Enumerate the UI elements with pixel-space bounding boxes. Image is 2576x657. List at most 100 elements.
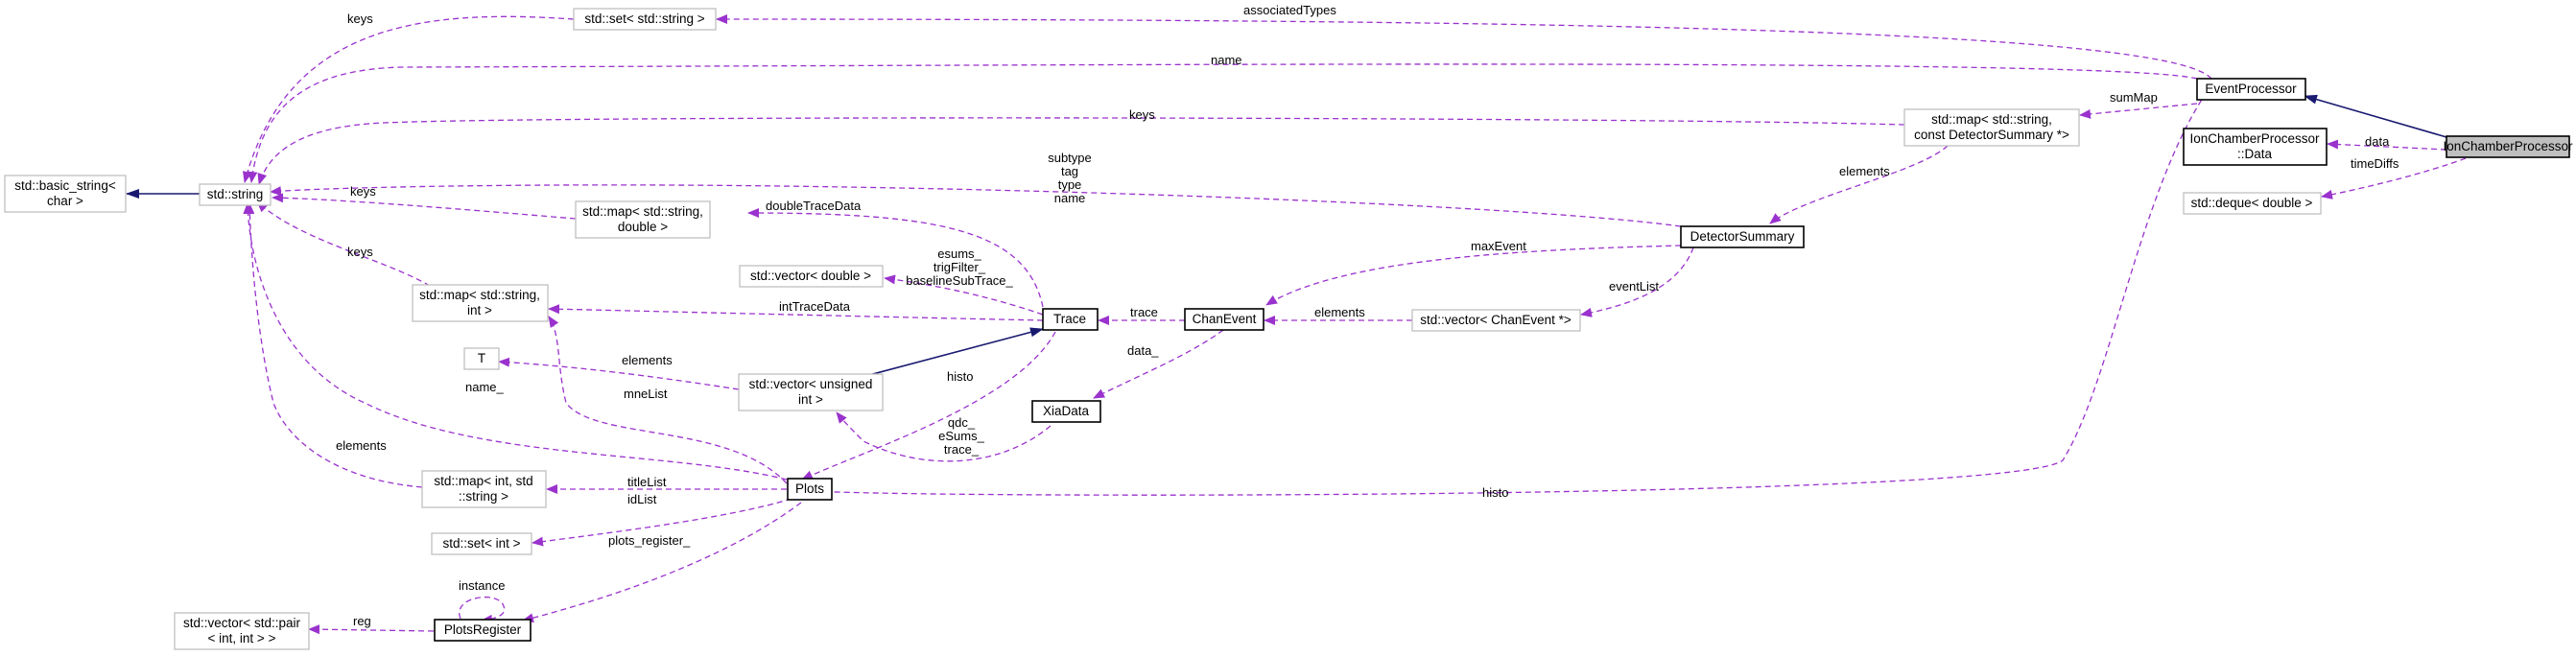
edge-set-string-keys (242, 15, 575, 183)
node-deque-double[interactable]: std::deque< double > (2183, 192, 2322, 215)
label-type: type (1058, 177, 1082, 192)
label-title-list: titleList (627, 475, 667, 489)
node-set-int-label: std::set< int > (442, 536, 520, 551)
node-event-processor-label: EventProcessor (2205, 82, 2297, 96)
node-map-string-double-line1: std::map< std::string, (582, 204, 703, 219)
edge-eventprocessor-histo (811, 91, 2208, 497)
edge-ionchamber-inherits-eventprocessor (2304, 94, 2447, 138)
node-map-int-string[interactable]: std::map< int, std ::string > (421, 470, 547, 508)
label-associated-types: associatedTypes (1243, 3, 1336, 17)
node-vector-chanevent-label: std::vector< ChanEvent *> (1420, 313, 1572, 327)
label-summap-keys: keys (1129, 107, 1155, 122)
label-mne-list: mneList (624, 387, 668, 401)
label-trace: trace (1130, 305, 1158, 319)
node-std-string-label: std::string (207, 187, 264, 201)
node-set-string-label: std::set< std::string > (584, 12, 704, 26)
node-map-string-double[interactable]: std::map< std::string, double > (575, 200, 711, 239)
node-vector-pair[interactable]: std::vector< std::pair < int, int > > (174, 612, 310, 650)
edge-id-list (532, 498, 792, 547)
label-esums: esums_ (937, 246, 981, 261)
label-reg: reg (353, 614, 371, 628)
edge-intmap-elements (245, 202, 423, 488)
node-plots-register-label: PlotsRegister (444, 622, 522, 637)
node-vector-pair-line1: std::vector< std::pair (183, 616, 300, 630)
label-qdc: qdc_ (948, 415, 976, 430)
label-trace-xia: trace_ (944, 442, 980, 457)
node-detector-summary-label: DetectorSummary (1690, 229, 1795, 244)
node-ion-chamber-processor[interactable]: IonChamberProcessor (2443, 135, 2573, 158)
label-keys-set: keys (347, 12, 373, 26)
node-chan-event-label: ChanEvent (1193, 312, 1257, 326)
node-set-string[interactable]: std::set< std::string > (573, 8, 717, 31)
node-vector-uint-line1: std::vector< unsigned (749, 377, 873, 391)
label-name-plots: name_ (465, 380, 505, 394)
label-trigfilter: trigFilter_ (934, 260, 986, 274)
edge-plots-name (243, 202, 788, 481)
edge-summap (2079, 103, 2198, 119)
edge-trace-vectors (884, 274, 1044, 316)
node-std-string[interactable]: std::string (199, 183, 272, 206)
node-plots-label: Plots (795, 481, 824, 496)
nodes: std::basic_string< char > std::string st… (4, 8, 2573, 650)
edge-trace-histo (801, 331, 1056, 481)
label-chanevent-elements: elements (1314, 305, 1365, 319)
edge-summary-subtype (270, 184, 1682, 227)
node-vector-uint[interactable]: std::vector< unsigned int > (738, 373, 884, 411)
edge-mne-list (548, 316, 788, 484)
node-map-string-double-line2: double > (618, 220, 668, 234)
node-map-string-int-line2: int > (467, 303, 492, 317)
node-vector-double[interactable]: std::vector< double > (739, 265, 884, 288)
edge-data (1093, 329, 1224, 399)
label-tag: tag (1061, 164, 1078, 178)
label-time-diffs: timeDiffs (2351, 156, 2399, 171)
node-map-summary[interactable]: std::map< std::string, const DetectorSum… (1903, 108, 2080, 147)
label-instance: instance (459, 578, 505, 593)
label-max-event: maxEvent (1471, 239, 1526, 253)
node-ion-chamber-data-line1: IonChamberProcessor (2189, 131, 2320, 146)
node-trace[interactable]: Trace (1042, 308, 1099, 331)
label-keys-double: keys (350, 184, 376, 199)
node-map-summary-line1: std::map< std::string, (1931, 112, 2052, 127)
label-intmap-elements: elements (336, 438, 387, 453)
node-vector-chanevent[interactable]: std::vector< ChanEvent *> (1411, 309, 1581, 332)
label-int-trace-data: intTraceData (779, 299, 851, 314)
label-summap-elements: elements (1839, 164, 1890, 178)
node-event-processor[interactable]: EventProcessor (2196, 78, 2306, 101)
node-vector-double-label: std::vector< double > (750, 269, 871, 283)
node-plots-register[interactable]: PlotsRegister (434, 619, 532, 642)
node-T[interactable]: T (463, 347, 500, 370)
node-deque-double-label: std::deque< double > (2191, 196, 2313, 210)
node-vector-pair-line2: < int, int > > (208, 631, 276, 645)
node-map-int-string-line2: ::string > (459, 489, 508, 504)
label-double-trace-data: doubleTraceData (766, 199, 862, 213)
node-xia-data[interactable]: XiaData (1031, 400, 1101, 423)
node-std-basic-string[interactable]: std::basic_string< char > (4, 175, 127, 213)
node-std-basic-string-line1: std::basic_string< (14, 178, 116, 193)
node-plots[interactable]: Plots (787, 478, 833, 501)
node-vector-uint-line2: int > (798, 392, 823, 407)
label-histo-plots: histo (1482, 485, 1508, 500)
edge-plots-register (522, 502, 802, 623)
edge-map-int-keys (256, 200, 431, 287)
edge-reg (308, 624, 435, 635)
node-chan-event[interactable]: ChanEvent (1184, 308, 1264, 331)
edge-time-diffs (2321, 157, 2467, 199)
label-esums-xia: eSums_ (938, 429, 984, 443)
label-subtype: subtype (1048, 151, 1092, 165)
edge-labels: keys associatedTypes name keys sumMap el… (336, 3, 2399, 628)
node-xia-data-label: XiaData (1043, 404, 1090, 418)
label-event-list: eventList (1609, 279, 1659, 293)
node-map-int-string-line1: std::map< int, std (434, 474, 532, 488)
label-histo-trace: histo (947, 369, 973, 384)
edge-associated-types (716, 14, 2212, 80)
label-data-ion: data (2365, 134, 2390, 149)
edge-ion-data (2327, 139, 2447, 151)
node-ion-chamber-data-line2: ::Data (2237, 147, 2273, 161)
node-set-int[interactable]: std::set< int > (431, 532, 532, 555)
node-map-string-int[interactable]: std::map< std::string, int > (412, 284, 549, 322)
node-ion-chamber-data[interactable]: IonChamberProcessor ::Data (2183, 128, 2328, 166)
edge-map-double-keys (272, 193, 577, 220)
node-detector-summary[interactable]: DetectorSummary (1680, 225, 1805, 248)
label-data: data_ (1127, 343, 1159, 358)
